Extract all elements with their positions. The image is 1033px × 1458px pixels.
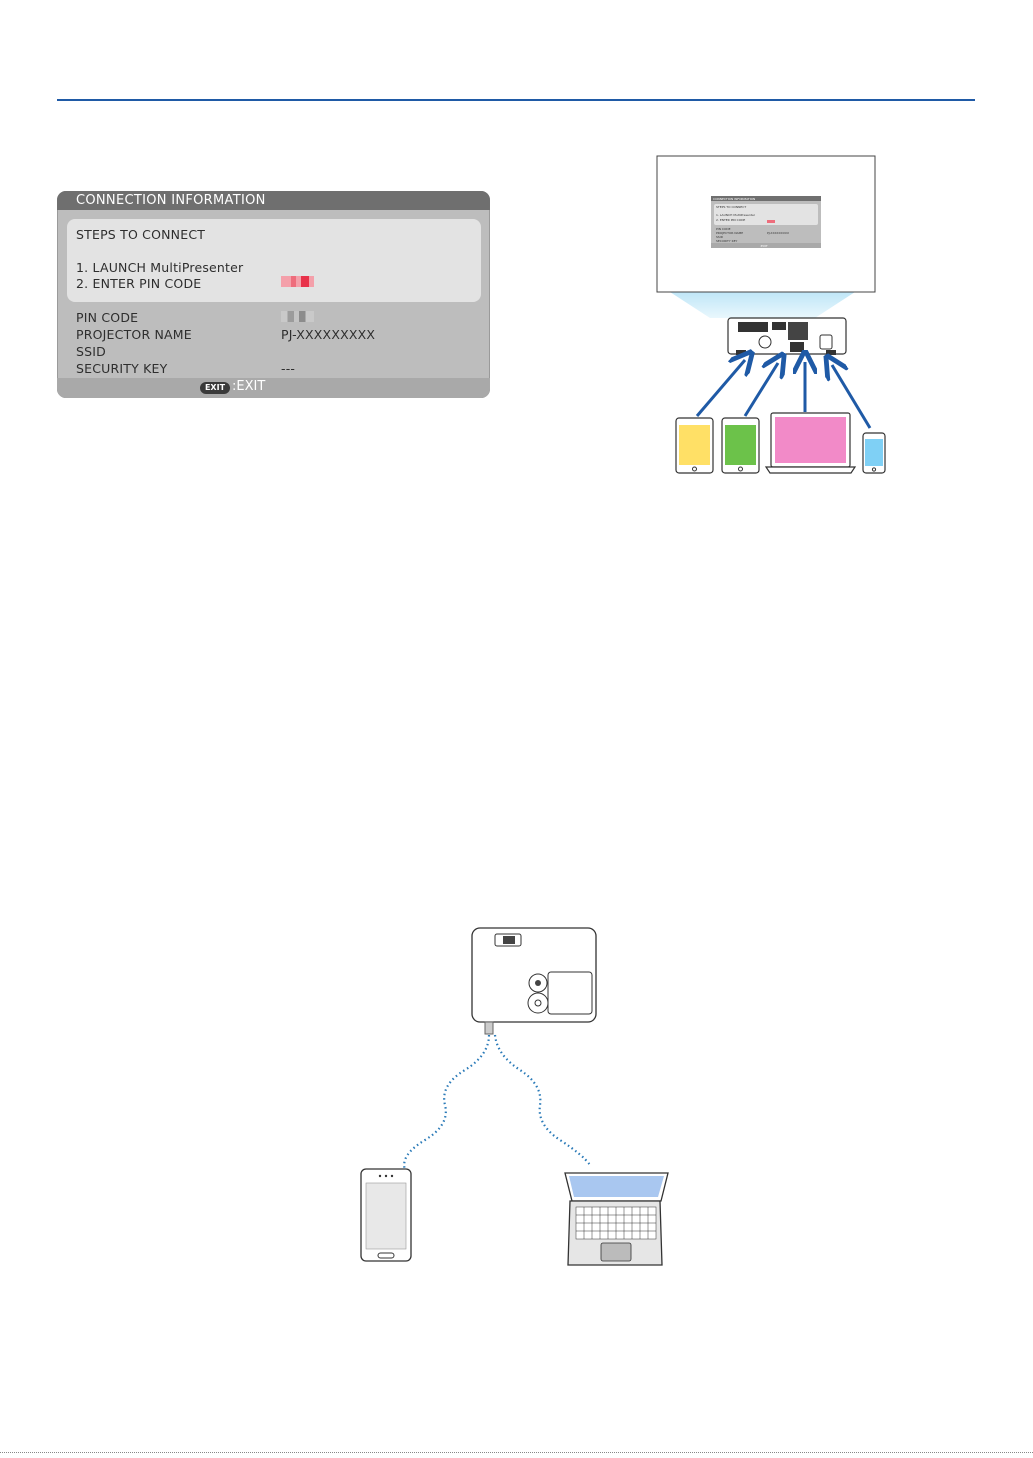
step-2: 2. ENTER PIN CODE xyxy=(76,276,201,291)
mini-osd: CONNECTION INFORMATION STEPS TO CONNECT … xyxy=(711,196,821,248)
mini-osd-exit: :EXIT xyxy=(760,244,768,248)
mini-osd-row4: SECURITY KEY xyxy=(716,239,738,243)
wireless-connection-figure xyxy=(355,920,675,1270)
row-label-ssid: SSID xyxy=(76,344,106,359)
connection-information-panel: CONNECTION INFORMATION STEPS TO CONNECT … xyxy=(57,191,490,398)
laptop-icon xyxy=(766,413,855,473)
light-beam xyxy=(670,292,855,318)
mini-osd-step2: 2. ENTER PIN CODE xyxy=(716,218,745,222)
projection-devices-figure: CONNECTION INFORMATION STEPS TO CONNECT … xyxy=(600,150,920,485)
wifi-signal-left xyxy=(404,1035,489,1170)
step-1: 1. LAUNCH MultiPresenter xyxy=(76,260,243,275)
panel-title-bar: CONNECTION INFORMATION xyxy=(57,191,490,210)
projector-icon xyxy=(728,318,846,355)
laptop-icon xyxy=(565,1173,668,1265)
projector-icon xyxy=(472,928,596,1034)
mini-osd-title: CONNECTION INFORMATION xyxy=(713,197,755,201)
steps-box: STEPS TO CONNECT 1. LAUNCH MultiPresente… xyxy=(67,219,481,302)
exit-label: :EXIT xyxy=(232,379,265,394)
wifi-signal-right xyxy=(495,1035,590,1165)
mini-osd-heading: STEPS TO CONNECT xyxy=(716,205,746,209)
exit-key-icon: EXIT xyxy=(200,382,230,394)
steps-heading: STEPS TO CONNECT xyxy=(76,227,205,242)
arrow-tablet-2 xyxy=(745,363,778,416)
mini-osd-step1: 1. LAUNCH MultiPresenter xyxy=(716,213,756,217)
footer-rule xyxy=(0,1452,1033,1453)
mini-osd-row2-value: PJ-XXXXXXXXX xyxy=(767,231,789,235)
pin-code-highlight xyxy=(281,276,314,287)
row-label-projector-name: PROJECTOR NAME xyxy=(76,327,192,342)
smartphone-icon xyxy=(361,1169,411,1261)
panel-title: CONNECTION INFORMATION xyxy=(76,191,266,211)
row-label-security-key: SECURITY KEY xyxy=(76,361,167,376)
tablet-icon xyxy=(722,418,759,473)
panel-footer: EXIT :EXIT xyxy=(57,378,490,398)
tablet-icon xyxy=(676,418,713,473)
row-value-projector-name: PJ-XXXXXXXXX xyxy=(281,327,375,342)
row-label-pin-code: PIN CODE xyxy=(76,310,138,325)
pin-code-value xyxy=(281,311,314,322)
arrow-tablet-1 xyxy=(697,360,745,416)
header-rule xyxy=(57,99,975,101)
row-value-security-key: --- xyxy=(281,361,295,376)
smartphone-icon xyxy=(863,433,885,473)
